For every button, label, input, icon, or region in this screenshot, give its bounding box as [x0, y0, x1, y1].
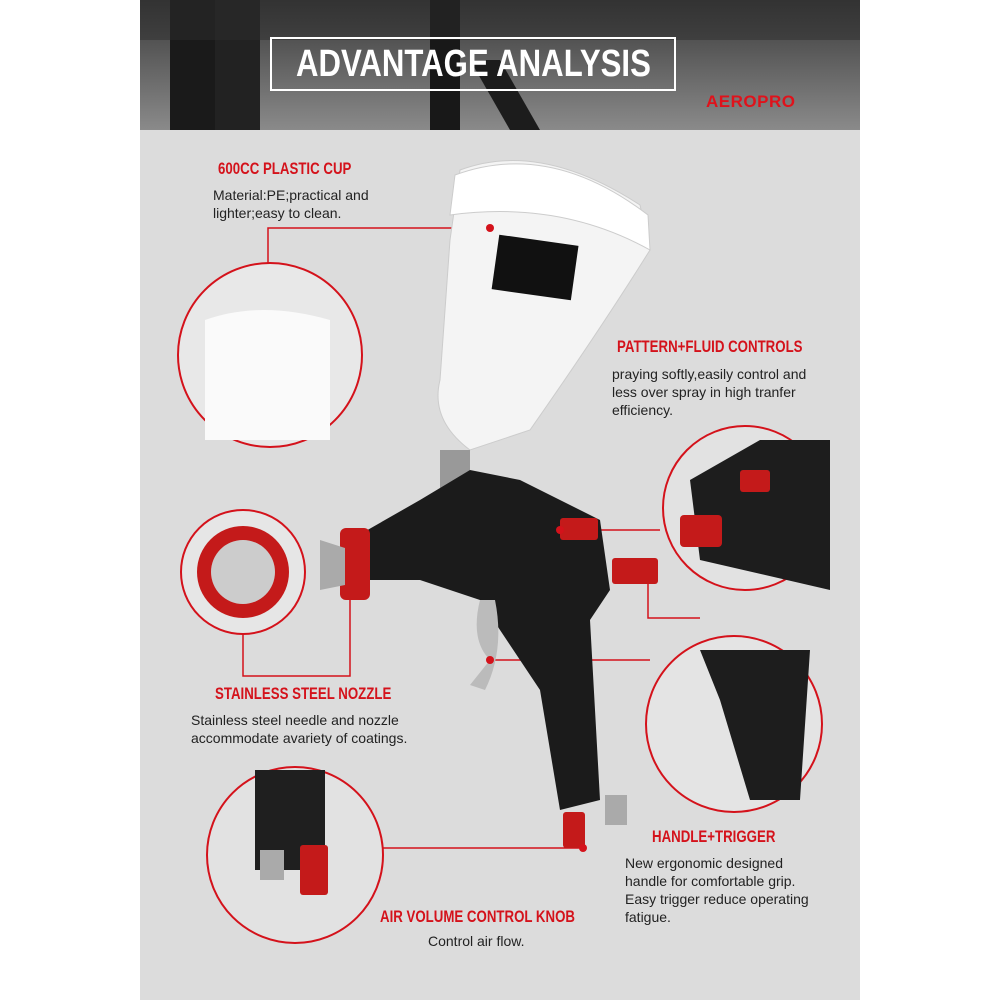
- feature-text-controls: praying softly,easily control and less o…: [612, 365, 806, 419]
- text-line: Control air flow.: [428, 933, 525, 949]
- text-line: praying softly,easily control and: [612, 366, 807, 382]
- text-line: lighter;easy to clean.: [213, 205, 342, 221]
- paint-cup: [437, 160, 651, 490]
- callout-dots: [486, 224, 587, 852]
- feature-text-handle: New ergonomic designed handle for comfor…: [625, 854, 809, 926]
- spray-gun-body: [320, 470, 658, 848]
- text-line: fatigue.: [625, 909, 671, 925]
- feature-text-knob: Control air flow.: [428, 932, 524, 950]
- text-line: efficiency.: [612, 402, 673, 418]
- text-line: handle for comfortable grip.: [625, 873, 796, 889]
- feature-title-knob: AIR VOLUME CONTROL KNOB: [380, 907, 575, 926]
- text-line: Easy trigger reduce operating: [625, 891, 809, 907]
- feature-title-cup: 600CC PLASTIC CUP: [218, 159, 352, 178]
- feature-title-controls: PATTERN+FLUID CONTROLS: [617, 337, 803, 356]
- text-line: less over spray in high tranfer: [612, 384, 796, 400]
- header-banner: [140, 0, 860, 130]
- feature-title-handle: HANDLE+TRIGGER: [652, 827, 776, 846]
- text-line: New ergonomic designed: [625, 855, 783, 871]
- feature-text-nozzle: Stainless steel needle and nozzle accomm…: [191, 711, 407, 747]
- feature-text-cup: Material:PE;practical and lighter;easy t…: [213, 186, 369, 222]
- text-line: Stainless steel needle and nozzle: [191, 712, 399, 728]
- page-title: ADVANTAGE ANALYSIS: [295, 42, 651, 85]
- brand-logo: AEROPRO: [706, 92, 796, 111]
- feature-title-nozzle: STAINLESS STEEL NOZZLE: [215, 684, 392, 703]
- text-line: accommodate avariety of coatings.: [191, 730, 408, 746]
- text-line: Material:PE;practical and: [213, 187, 369, 203]
- workshop-photo: [140, 0, 860, 130]
- title-box: ADVANTAGE ANALYSIS: [270, 37, 676, 91]
